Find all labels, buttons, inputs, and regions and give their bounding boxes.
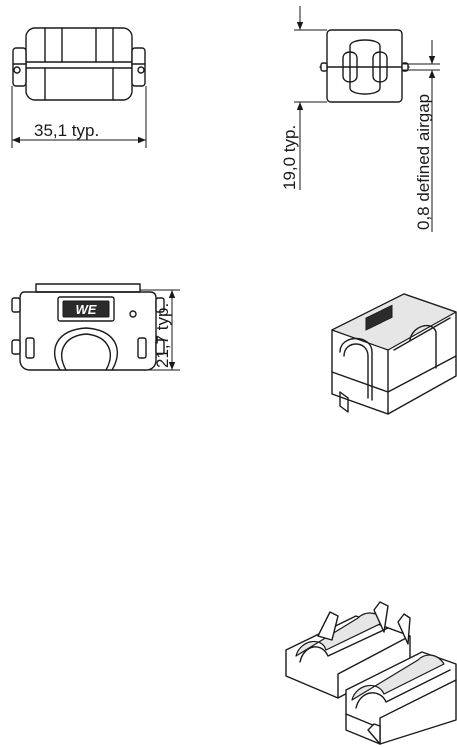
depth-label: 21,7 typ. xyxy=(153,303,172,368)
isometric-closed-view xyxy=(331,293,457,415)
we-logo: WE xyxy=(76,302,97,317)
airgap-dimension: 0,8 defined airgap xyxy=(402,40,440,232)
height-dimension: 19,0 typ. xyxy=(280,6,327,190)
height-label: 19,0 typ. xyxy=(280,125,299,190)
front-view xyxy=(12,27,146,101)
width-dimension: 35,1 typ. xyxy=(11,86,147,148)
isometric-open-view xyxy=(285,601,457,745)
side-view xyxy=(319,29,410,103)
depth-dimension: 21,7 typ. xyxy=(140,289,180,371)
width-label: 35,1 typ. xyxy=(34,121,99,140)
top-view: WE xyxy=(11,283,165,371)
airgap-label: 0,8 defined airgap xyxy=(414,94,433,230)
